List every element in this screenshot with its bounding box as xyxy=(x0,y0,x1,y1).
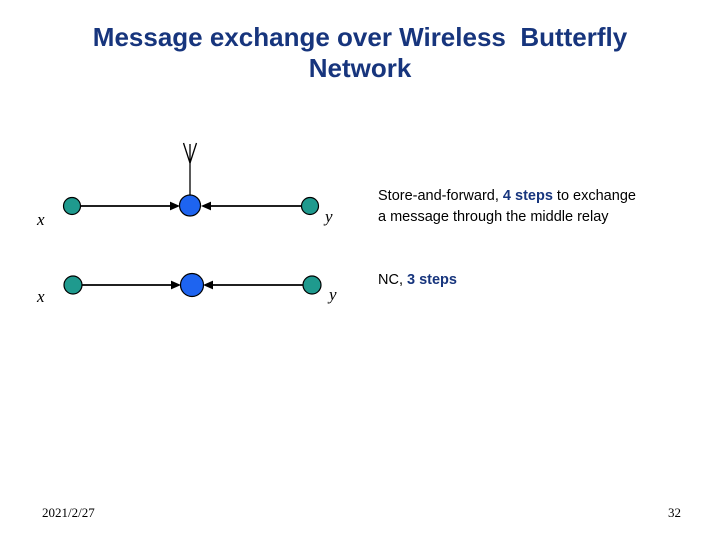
slide-title-line1: Message exchange over Wireless Butterfly xyxy=(92,22,628,52)
diagram-row-2 xyxy=(63,272,322,298)
annotation-nc: NC, 3 steps xyxy=(378,270,714,291)
source-node-y-row1 xyxy=(300,196,320,216)
slide-title: Message exchange over Wireless Butterfly… xyxy=(0,22,720,84)
nc-steps-highlight: 3 steps xyxy=(407,272,457,288)
node-label-x-row2: x xyxy=(37,287,45,306)
nc-prefix: NC, xyxy=(378,272,407,288)
arrowhead-left-row1 xyxy=(201,201,211,211)
store-forward-line2: a message through the middle relay xyxy=(378,209,609,225)
slide-number: 32 xyxy=(668,505,681,520)
arrowhead-left-row2 xyxy=(203,280,213,290)
annotation-store-forward: Store-and-forward, 4 steps to exchange a… xyxy=(378,186,714,228)
store-forward-prefix: Store-and-forward, xyxy=(378,188,503,204)
antenna-icon xyxy=(182,142,198,196)
source-node-x-row1 xyxy=(62,196,82,216)
source-node-y-row2 xyxy=(302,275,322,295)
arrowhead-right-row1 xyxy=(170,201,180,211)
node-label-y-row2: y xyxy=(329,285,337,304)
source-node-x-row2 xyxy=(63,275,83,295)
slide-title-line2: Network xyxy=(308,53,412,83)
relay-node-row2 xyxy=(179,272,205,298)
node-label-y-row1: y xyxy=(325,207,333,226)
store-forward-suffix: to exchange xyxy=(552,188,636,204)
arrowhead-right-row2 xyxy=(171,280,181,290)
butterfly-network-diagram xyxy=(62,142,322,298)
diagram-row-1 xyxy=(62,194,320,217)
footer-date: 2021/2/27 xyxy=(42,505,95,520)
relay-node-row1 xyxy=(178,194,202,217)
store-forward-steps-highlight: 4 steps xyxy=(502,188,553,204)
node-label-x-row1: x xyxy=(37,210,45,229)
